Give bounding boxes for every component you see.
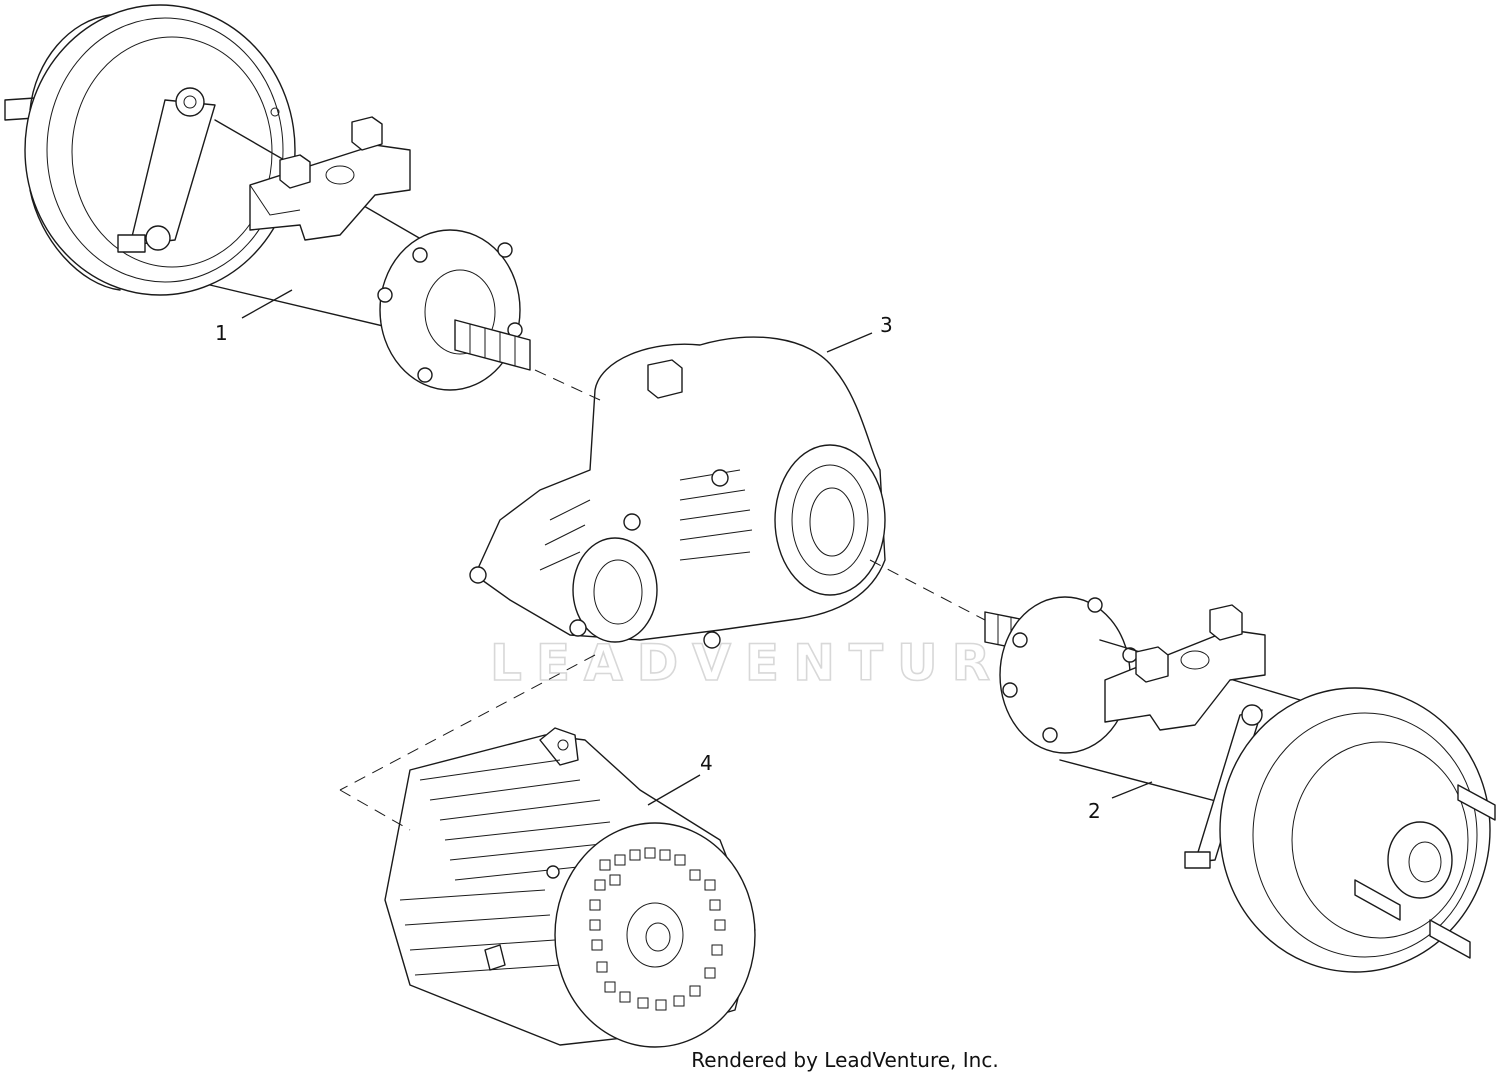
watermark-text: LEADVENTURE — [490, 634, 1052, 692]
part-1-left-axle-assembly — [4, 4, 531, 391]
callout-label-1: 1 — [215, 321, 228, 345]
callout-2: 2 — [1088, 781, 1153, 823]
callout-3: 3 — [826, 313, 893, 353]
credit-footer: Rendered by LeadVenture, Inc. — [0, 1048, 1500, 1072]
part-3-transaxle-gearbox — [469, 336, 886, 649]
part-4-electric-motor — [384, 727, 756, 1048]
callout-1: 1 — [215, 289, 293, 345]
assembly-dashed-lines — [339, 369, 986, 831]
callout-4: 4 — [647, 751, 713, 806]
callout-label-2: 2 — [1088, 799, 1101, 823]
part-2-right-axle-assembly — [984, 596, 1496, 973]
watermark: LEADVENTURE — [489, 413, 1052, 693]
credit-text: Rendered by LeadVenture, Inc. — [691, 1048, 999, 1072]
callout-label-4: 4 — [700, 751, 713, 775]
callout-label-3: 3 — [880, 313, 893, 337]
